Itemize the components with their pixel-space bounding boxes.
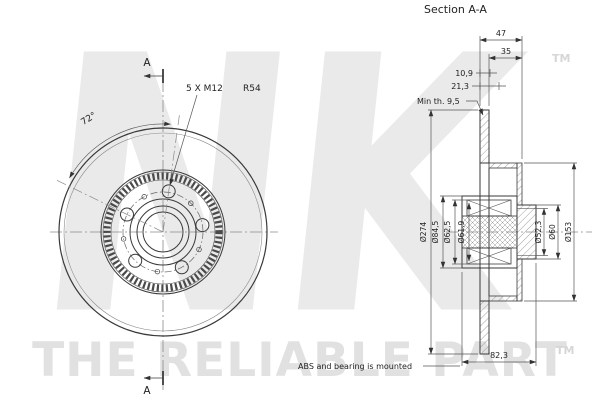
dim-hub-dia: Ø60: [548, 224, 557, 240]
dim-bore-dia: Ø52,3: [534, 220, 543, 243]
section-marker-top: A: [143, 57, 151, 69]
bearing-seat-circle: [129, 198, 197, 266]
hat-wall-top: [488, 162, 518, 169]
service-hole: [120, 236, 127, 242]
section-view: [446, 109, 592, 355]
dim-total-width: 47: [496, 29, 506, 38]
section-title: Section A-A: [424, 3, 487, 16]
abs-note: ABS and bearing is mounted: [298, 362, 412, 371]
section-marker-bottom: A: [143, 385, 151, 397]
dim-hat-depth: 35: [501, 47, 511, 56]
bolt-note-leader: [169, 94, 198, 186]
dimension-lines: [423, 36, 577, 367]
rotor-lower-band: [479, 300, 490, 355]
dim-bearing-dia: Ø84,5: [431, 220, 440, 243]
bolt-hole: [120, 207, 134, 222]
bolt-radial-centerline: [162, 115, 180, 233]
service-hole: [141, 194, 147, 200]
mounting-flange-upper: [516, 162, 523, 206]
trademark-symbol-top: TM: [552, 52, 571, 65]
dim-min-thickness: Min th. 9,5: [417, 97, 460, 106]
bolt-hole: [161, 184, 176, 199]
front-view: [50, 69, 278, 390]
trademark-symbol-bottom: TM: [556, 344, 575, 357]
bearing-ball-cross-top: [466, 199, 512, 217]
hub-stub: [516, 204, 537, 260]
abs-ring-inner-circle: [110, 179, 216, 285]
angle-dimension-arc: [69, 121, 171, 179]
service-hole: [188, 200, 194, 206]
bolt-hole: [128, 253, 143, 268]
bolt-radial-centerline: [56, 179, 164, 233]
center-bore-circle: [142, 211, 184, 253]
bore-step-circle: [136, 205, 190, 259]
dim-offset-2: 21,3: [451, 82, 469, 91]
hub-sleeve: [461, 215, 518, 249]
bearing-ball-cross-bottom: [466, 247, 512, 265]
bolt-spec-note: 5 X M12: [186, 84, 223, 94]
dim-race-outer-dia: Ø62,5: [443, 220, 452, 243]
hat-wall-bottom: [488, 295, 518, 302]
mounting-flange-lower: [516, 258, 523, 302]
service-hole: [196, 246, 202, 253]
bolt-hole: [174, 260, 189, 275]
min-thickness-leader: [466, 100, 484, 116]
dim-outer-dia: Ø274: [419, 222, 428, 242]
dim-race-inner-dia: Ø61,9: [457, 220, 466, 243]
dim-hub-length: 82,3: [490, 351, 508, 360]
rotor-upper-band: [479, 109, 490, 164]
dim-hat-dia: Ø153: [564, 222, 573, 242]
bolt-hole: [195, 218, 210, 233]
bolt-angle-label: 72°: [80, 111, 99, 128]
dim-offset-1: 10,9: [455, 69, 473, 78]
bolt-radius-note: R54: [243, 84, 261, 94]
service-hole: [154, 268, 161, 275]
